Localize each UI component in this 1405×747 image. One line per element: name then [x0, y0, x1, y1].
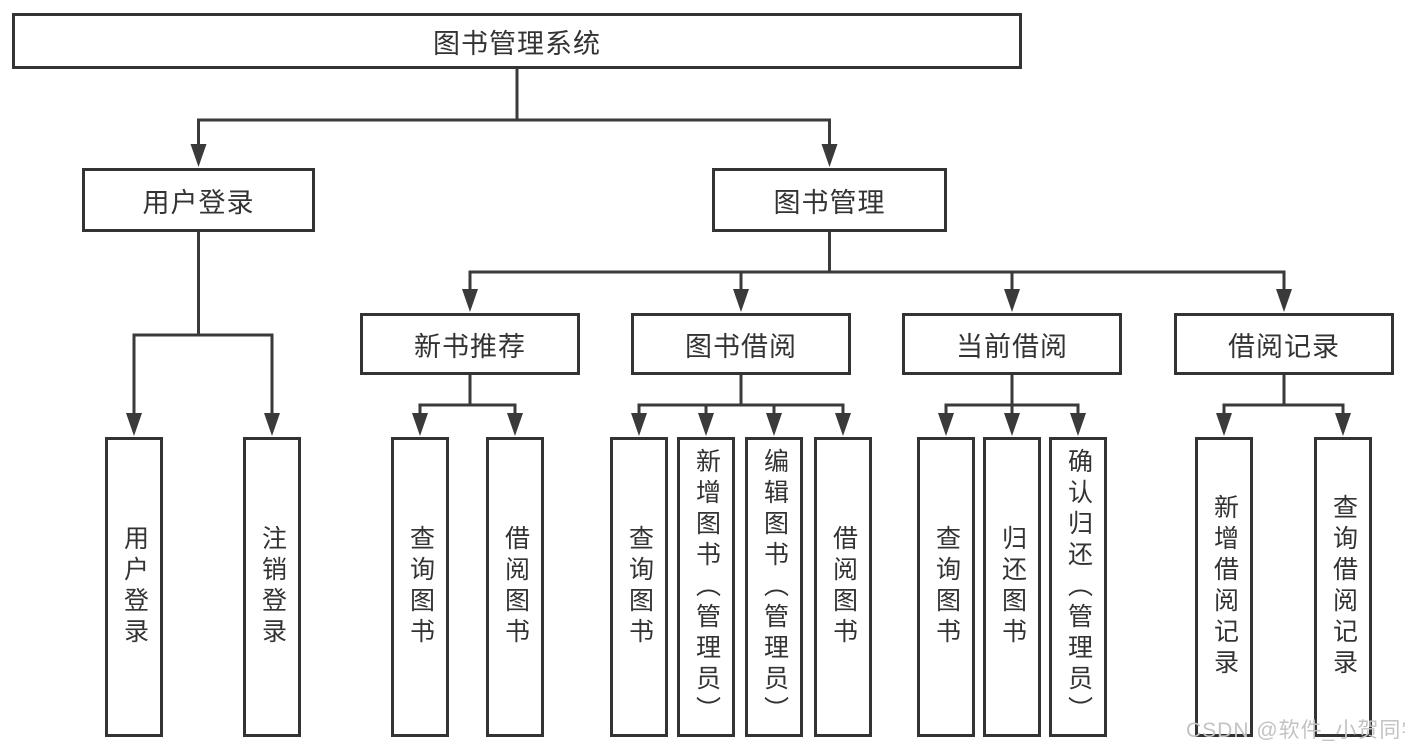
- leaf-query-books-borrow: 查询图书: [610, 437, 668, 737]
- leaf-borrow-books-recommend: 借阅图书: [486, 437, 544, 737]
- leaf-add-borrow-record: 新增借阅记录: [1195, 437, 1253, 737]
- csdn-watermark: CSDN @软件_小贺同学: [1186, 719, 1405, 742]
- node-book-management: 图书管理: [712, 168, 947, 232]
- leaf-logout: 注销登录: [243, 437, 301, 737]
- leaf-user-login: 用户登录: [105, 437, 163, 737]
- node-current-borrowing: 当前借阅: [902, 313, 1122, 375]
- node-library-system: 图书管理系统: [12, 13, 1022, 69]
- leaf-add-book-admin: 新增图书（管理员）: [677, 437, 735, 737]
- node-borrowing-records: 借阅记录: [1174, 313, 1394, 375]
- node-user-login: 用户登录: [82, 168, 315, 232]
- node-new-book-recommendation: 新书推荐: [360, 313, 580, 375]
- leaf-query-books-current: 查询图书: [917, 437, 975, 737]
- leaf-query-borrow-record: 查询借阅记录: [1314, 437, 1372, 737]
- leaf-confirm-return-admin: 确认归还（管理员）: [1049, 437, 1107, 737]
- leaf-edit-book-admin: 编辑图书（管理员）: [745, 437, 803, 737]
- node-book-borrowing: 图书借阅: [631, 313, 851, 375]
- leaf-return-books: 归还图书: [983, 437, 1041, 737]
- leaf-query-books-recommend: 查询图书: [391, 437, 449, 737]
- leaf-borrow-books: 借阅图书: [814, 437, 872, 737]
